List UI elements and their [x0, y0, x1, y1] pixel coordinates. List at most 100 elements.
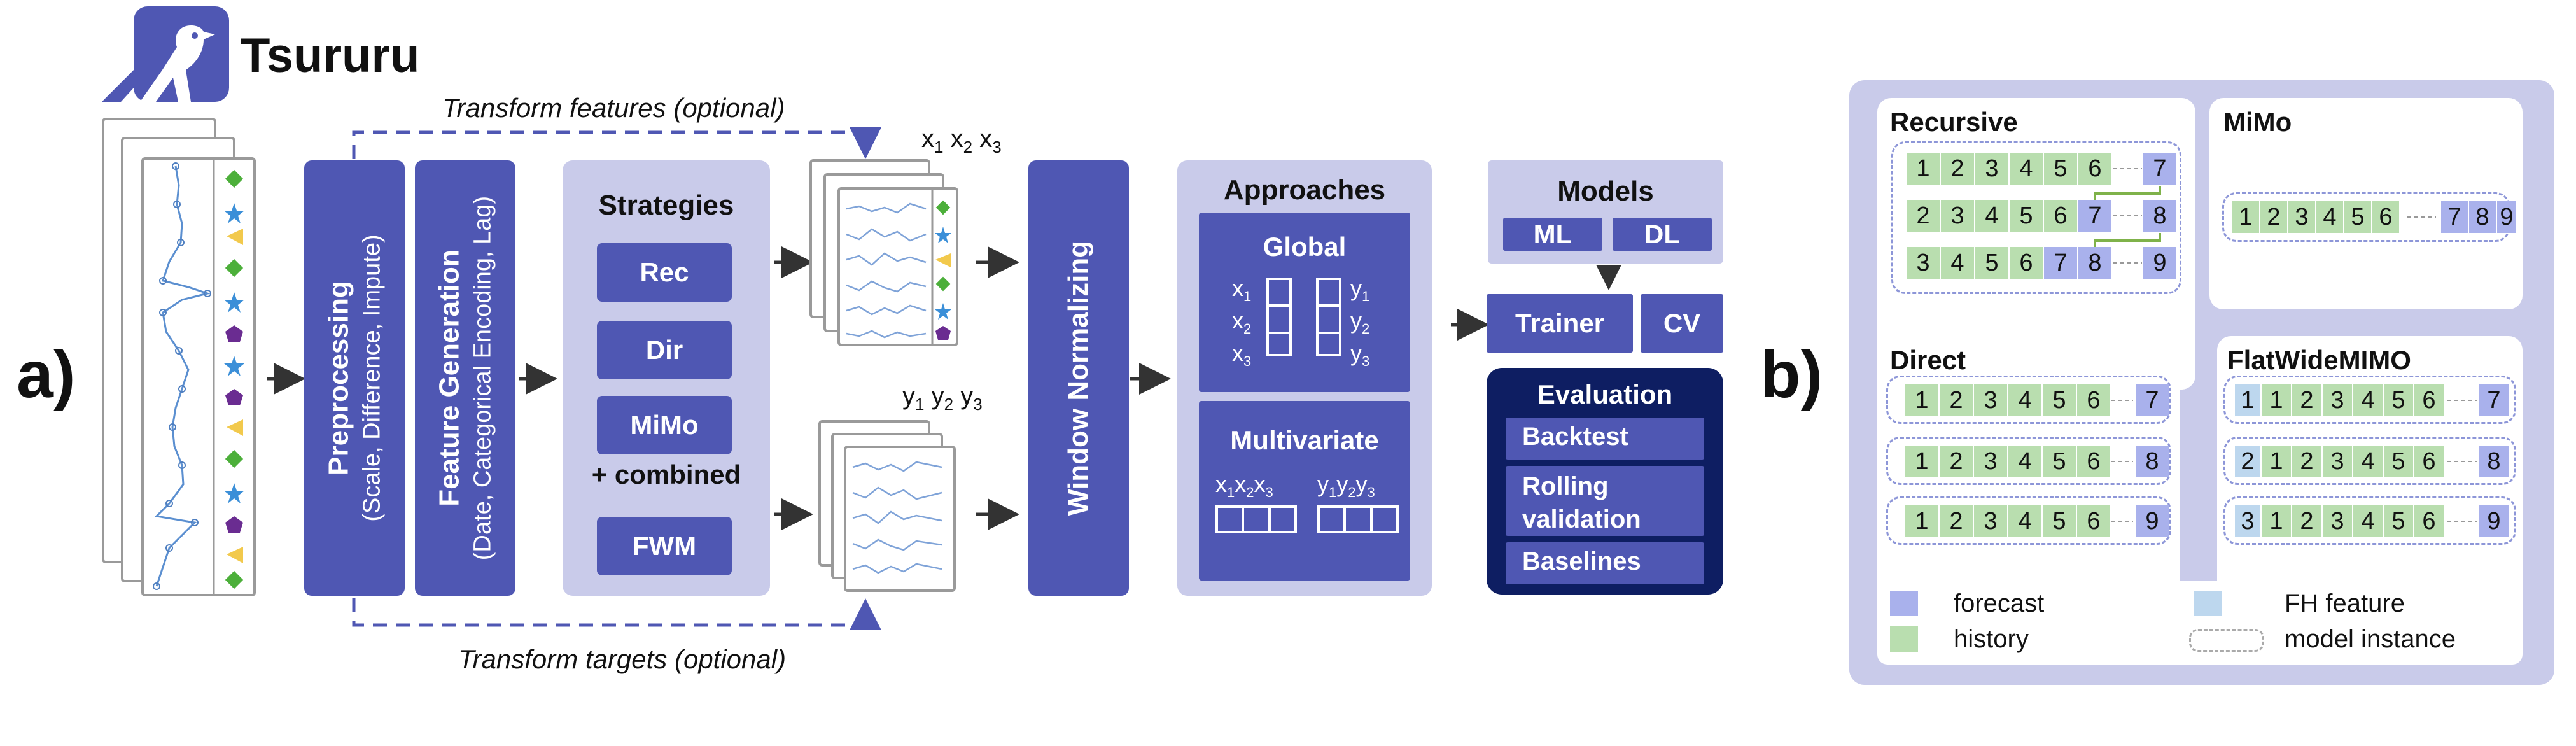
- history-cell: 2: [1940, 446, 1973, 477]
- legend-history-swatch: [1890, 626, 1918, 652]
- history-cell: 1: [1905, 384, 1938, 416]
- history-cell: 5: [2384, 446, 2413, 477]
- forecast-cell: 7: [2143, 153, 2176, 185]
- history-cell: 1: [2262, 384, 2291, 416]
- flatwidemimo-instance-1: [2223, 376, 2516, 424]
- strategies-combined: + combined: [591, 460, 741, 489]
- mimo-title: MiMo: [2223, 107, 2292, 137]
- forecast-cell: 8: [2143, 200, 2176, 232]
- strategy-rec: Rec: [597, 243, 732, 302]
- history-cell: 2: [1907, 200, 1940, 232]
- strategy-mimo: MiMo: [597, 396, 732, 454]
- feature-windows: [809, 159, 975, 350]
- forecast-cell: 7: [2078, 200, 2111, 232]
- history-cell: 4: [2008, 446, 2041, 477]
- model-dl: DL: [1613, 218, 1712, 251]
- forecast-cell: 9: [2136, 505, 2169, 537]
- window-normalizing-label: Window Normalizing: [1063, 240, 1094, 516]
- history-cell: 2: [2292, 446, 2321, 477]
- history-cell: 3: [2323, 446, 2352, 477]
- history-cell: 4: [2353, 505, 2383, 537]
- strategies-title: Strategies: [598, 190, 734, 221]
- eval-baselines: Baselines: [1506, 542, 1704, 584]
- history-cell: 2: [1940, 505, 1973, 537]
- cv-box: CV: [1641, 294, 1723, 353]
- multivariate-title: Multivariate: [1230, 425, 1379, 455]
- direct-rows: 1 2 3 4 5 6 7 1 2 3 4 5 6 8 1 2 3 4 5 6 …: [1877, 336, 2180, 631]
- history-cell: 3: [1941, 200, 1974, 232]
- legend-forecast-swatch: [1890, 591, 1918, 616]
- logo-text: Tsururu: [241, 29, 420, 83]
- flatwidemimo-instance-3: [2223, 496, 2516, 545]
- history-cell: 6: [2078, 153, 2111, 185]
- forecast-cell: 7: [2044, 247, 2077, 279]
- history-cell: 4: [2353, 384, 2383, 416]
- history-cell: 6: [2077, 446, 2110, 477]
- features-label: x1 x2 x3: [921, 125, 1002, 157]
- multivariate-y-labels: y1y2y3: [1317, 471, 1375, 501]
- eval-rolling-validation: Rolling validation: [1506, 466, 1704, 536]
- feature-generation-box: Feature Generation (Date, Categorical En…: [415, 160, 515, 596]
- approach-multivariate: Multivariate x1x2x3 y1y2y3: [1199, 401, 1410, 581]
- panel-label-a: a): [17, 338, 76, 412]
- recursive-feedback-arrows: [2094, 168, 2161, 264]
- mimo-row: 1 2 3 4 5 6 7 8 9: [2209, 98, 2523, 309]
- feature-window-front: [837, 187, 958, 346]
- history-cell: 6: [2077, 384, 2110, 416]
- history-cell: 5: [2043, 384, 2076, 416]
- history-cell: 5: [2043, 505, 2076, 537]
- legend-model-instance-swatch: [2189, 629, 2264, 652]
- history-cell: 1: [2232, 201, 2259, 233]
- forecast-cell: 9: [2143, 247, 2176, 279]
- history-cell: 5: [2384, 505, 2413, 537]
- model-ml: ML: [1503, 218, 1602, 251]
- transform-features-label: Transform features (optional): [442, 93, 785, 123]
- preprocessing-label: Preprocessing (Scale, Difference, Impute…: [323, 234, 386, 522]
- approaches-box: Approaches Global x1 x2 x3 y1 y2 y3 Mult…: [1177, 160, 1432, 596]
- legend-history-label: history: [1954, 625, 2029, 653]
- legend-forecast-label: forecast: [1954, 589, 2045, 617]
- mimo-card: MiMo 1 2 3 4 5 6 7 8 9: [2209, 98, 2523, 309]
- legend: forecast history FH feature model instan…: [1877, 581, 2523, 665]
- direct-instance-2: [1886, 437, 2171, 485]
- fh-feature-cell: 3: [2235, 505, 2260, 537]
- history-cell: 3: [2323, 384, 2352, 416]
- target-window-front: [844, 446, 956, 592]
- flatwidemimo-gaps: [2447, 400, 2477, 522]
- feature-generation-label: Feature Generation (Date, Categorical En…: [433, 195, 496, 561]
- forecast-cell: 9: [2497, 201, 2516, 233]
- history-cell: 5: [2010, 200, 2043, 232]
- multivariate-y-cells: [1317, 505, 1399, 533]
- history-cell: 5: [1975, 247, 2008, 279]
- global-x-labels: x1 x2 x3: [1232, 275, 1252, 370]
- transform-targets-label: Transform targets (optional): [458, 644, 787, 674]
- history-cell: 3: [1974, 384, 2007, 416]
- history-cell: 2: [2292, 384, 2321, 416]
- input-series-stack: [102, 118, 267, 602]
- global-title: Global: [1263, 232, 1347, 262]
- history-cell: 4: [2316, 201, 2343, 233]
- history-cell: 2: [2292, 505, 2321, 537]
- global-y-labels: y1 y2 y3: [1350, 275, 1370, 370]
- history-cell: 5: [2043, 446, 2076, 477]
- history-cell: 6: [2010, 247, 2043, 279]
- models-title: Models: [1557, 176, 1654, 207]
- window-normalizing-box: Window Normalizing: [1028, 160, 1129, 596]
- history-cell: 6: [2372, 201, 2399, 233]
- evaluation-title: Evaluation: [1537, 379, 1673, 409]
- history-cell: 3: [1974, 505, 2007, 537]
- target-windows: [818, 420, 971, 611]
- history-cell: 4: [2008, 505, 2041, 537]
- forecast-cell: 7: [2136, 384, 2169, 416]
- multivariate-x-cells: [1215, 505, 1297, 533]
- multivariate-x-labels: x1x2x3: [1215, 471, 1273, 501]
- history-cell: 4: [2353, 446, 2383, 477]
- history-cell: 2: [1940, 384, 1973, 416]
- history-cell: 3: [1974, 446, 2007, 477]
- preprocessing-box: Preprocessing (Scale, Difference, Impute…: [304, 160, 405, 596]
- history-cell: 1: [1905, 446, 1938, 477]
- history-cell: 1: [1905, 505, 1938, 537]
- history-cell: 3: [1907, 247, 1940, 279]
- history-cell: 6: [2414, 384, 2444, 416]
- panel-label-b: b): [1760, 338, 1823, 412]
